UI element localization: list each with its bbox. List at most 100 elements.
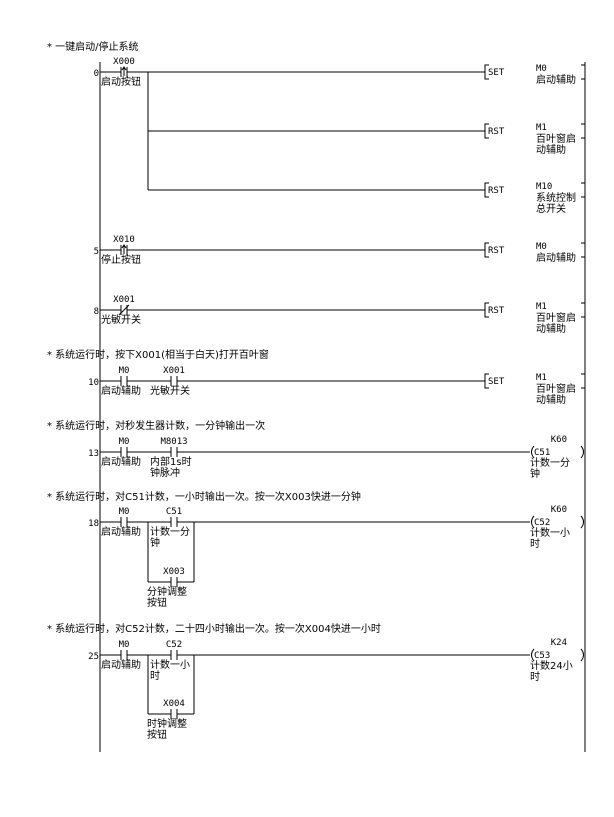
step-number: 8 [94,307,99,317]
contact-label: 光敏开关 [101,313,141,326]
contact-label: 启动辅助 [101,384,141,397]
contact-no [170,447,178,457]
instruction-bracket-right [581,182,586,198]
coil-label: 计数一分 [530,456,570,469]
instruction-op: RST [488,127,505,137]
coil-address: C53 [534,651,550,661]
contact-label: 按钮 [147,596,167,609]
contact-address: M0 [119,507,130,517]
contact-label: 分钟调整 [147,585,187,598]
instruction-bracket-left [484,182,489,198]
contact-rising-edge [120,66,128,77]
contact-label: 启动辅助 [101,658,141,671]
instruction-label: 总开关 [536,202,566,215]
contact-no [170,709,178,719]
instruction-label: 百叶窗启 [536,382,576,395]
contact-address: C51 [166,507,182,517]
instruction-operand: M10 [536,182,552,192]
instruction-label: 系统控制 [536,191,576,204]
instruction-operand: M1 [536,123,547,133]
coil-label: 时 [530,538,540,550]
step-number: 13 [88,449,99,459]
step-number: 18 [88,519,99,529]
contact-address: X004 [163,699,185,709]
contact-bar [118,304,130,316]
rung-comment: * 系统运行时，对C51计数，一小时输出一次。按一次X003快进一分钟 [47,490,361,503]
coil-label: 计数24小 [530,659,573,672]
edge-arrow [121,66,127,71]
coil-right [580,515,584,529]
contact-label: 启动按钮 [101,75,141,88]
contact-no [120,376,128,386]
instruction-op: RST [488,246,505,256]
rung-comment: * 一键启动/停止系统 [47,40,139,53]
contact-address: X010 [113,235,135,245]
instruction-op: SET [488,68,505,78]
step-number: 10 [88,378,99,388]
contact-label: 时钟调整 [147,717,187,730]
instruction-label: 启动辅助 [536,73,576,86]
rung-comment: * 系统运行时，对C52计数，二十四小时输出一次。按一次X004快进一小时 [47,622,381,635]
instruction-label: 百叶窗启 [536,311,576,324]
contact-address: X003 [163,567,185,577]
contact-rising-edge [120,244,128,255]
coil-address: C51 [534,448,550,458]
contact-address: M0 [119,437,130,447]
instruction-label: 启动辅助 [536,251,576,264]
coil-left [531,515,535,529]
contact-label: 启动辅助 [101,525,141,538]
contact-no [120,447,128,457]
counter-preset: K60 [551,505,567,515]
instruction-bracket-left [484,242,489,258]
instruction-label: 动辅助 [536,393,566,406]
instruction-label: 动辅助 [536,322,566,335]
contact-address: X001 [113,295,135,305]
rung-comment: * 系统运行时，按下X001(相当于白天)打开百叶窗 [47,348,269,361]
contact-no [170,577,178,587]
contact-label: 内部1s时 [150,455,192,468]
contact-label: 钟 [150,536,160,549]
contact-no [120,517,128,527]
coil-label: 钟 [530,467,540,480]
instruction-bracket-left [484,123,489,139]
contact-label: 计数一分 [150,525,190,538]
coil-right [580,648,584,662]
step-number: 5 [94,247,99,257]
contact-address: M8013 [160,437,187,447]
instruction-bracket-right [581,64,586,80]
instruction-bracket-right [581,302,586,318]
contact-label: 计数一小 [150,658,190,671]
contact-address: M0 [119,640,130,650]
instruction-op: RST [488,306,505,316]
coil-left [531,648,535,662]
instruction-operand: M1 [536,373,547,383]
coil-address: C52 [534,518,550,528]
step-number: 25 [88,652,99,662]
instruction-bracket-right [581,373,586,389]
contact-label: 按钮 [147,728,167,741]
instruction-bracket-right [581,242,586,258]
coil-label: 时 [530,671,540,683]
contact-no [120,650,128,660]
rung-comment: * 系统运行时，对秒发生器计数，一分钟输出一次 [47,419,265,432]
instruction-bracket-left [484,373,489,389]
instruction-operand: M0 [536,64,547,74]
contact-label: 时 [150,670,160,682]
coil-label: 计数一小 [530,526,570,539]
contact-address: C52 [166,640,182,650]
instruction-bracket-left [484,64,489,80]
instruction-op: SET [488,377,505,387]
contact-no [170,517,178,527]
contact-no [170,376,178,386]
instruction-op: RST [488,186,505,196]
instruction-operand: M1 [536,302,547,312]
instruction-label: 动辅助 [536,143,566,156]
coil-left [531,445,535,459]
coil-right [580,445,584,459]
contact-address: M0 [119,366,130,376]
contact-label: 启动辅助 [101,455,141,468]
instruction-bracket-left [484,302,489,318]
contact-no [170,650,178,660]
contact-label: 钟脉冲 [150,466,180,479]
instruction-bracket-right [581,123,586,139]
